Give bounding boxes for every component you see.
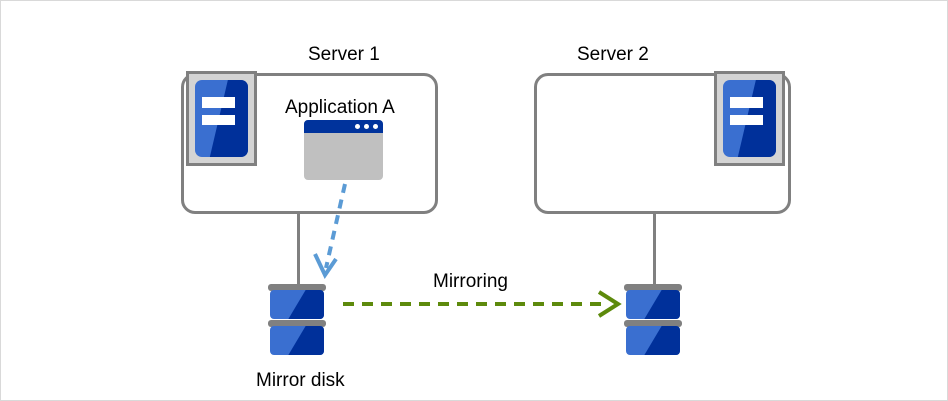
disk-block-lower (626, 326, 680, 355)
server-machine-icon (195, 80, 248, 157)
window-dot-3 (373, 124, 378, 129)
server1-title: Server 1 (308, 44, 380, 65)
server2-disk-connector (653, 212, 656, 288)
disk-block-upper (626, 290, 680, 319)
server2-machine-icon (714, 71, 785, 166)
window-dot-1 (355, 124, 360, 129)
machine-bar-bottom (730, 114, 764, 126)
machine-bar-top (202, 96, 236, 108)
window-titlebar (304, 120, 383, 133)
window-dot-2 (364, 124, 369, 129)
server2-title: Server 2 (577, 44, 649, 65)
disk-block-lower (270, 326, 324, 355)
mirroring-label: Mirroring (433, 271, 508, 292)
machine-bar-bottom (202, 114, 236, 126)
disk-plate-middle (268, 320, 326, 327)
server2-disk-stack-icon (624, 284, 682, 361)
application-a-label: Application A (285, 97, 395, 118)
disk-plate-top (268, 284, 326, 291)
dashed-arrow-right-icon (343, 290, 622, 318)
application-window-icon (304, 120, 383, 180)
server1-disk-stack-icon (268, 284, 326, 361)
mirror-disk-label: Mirror disk (256, 370, 345, 391)
disk-plate-top (624, 284, 682, 291)
machine-bar-top (730, 96, 764, 108)
server1-disk-connector (297, 212, 300, 288)
server1-machine-icon (186, 71, 257, 166)
server-machine-icon (723, 80, 776, 157)
disk-plate-middle (624, 320, 682, 327)
disk-block-upper (270, 290, 324, 319)
